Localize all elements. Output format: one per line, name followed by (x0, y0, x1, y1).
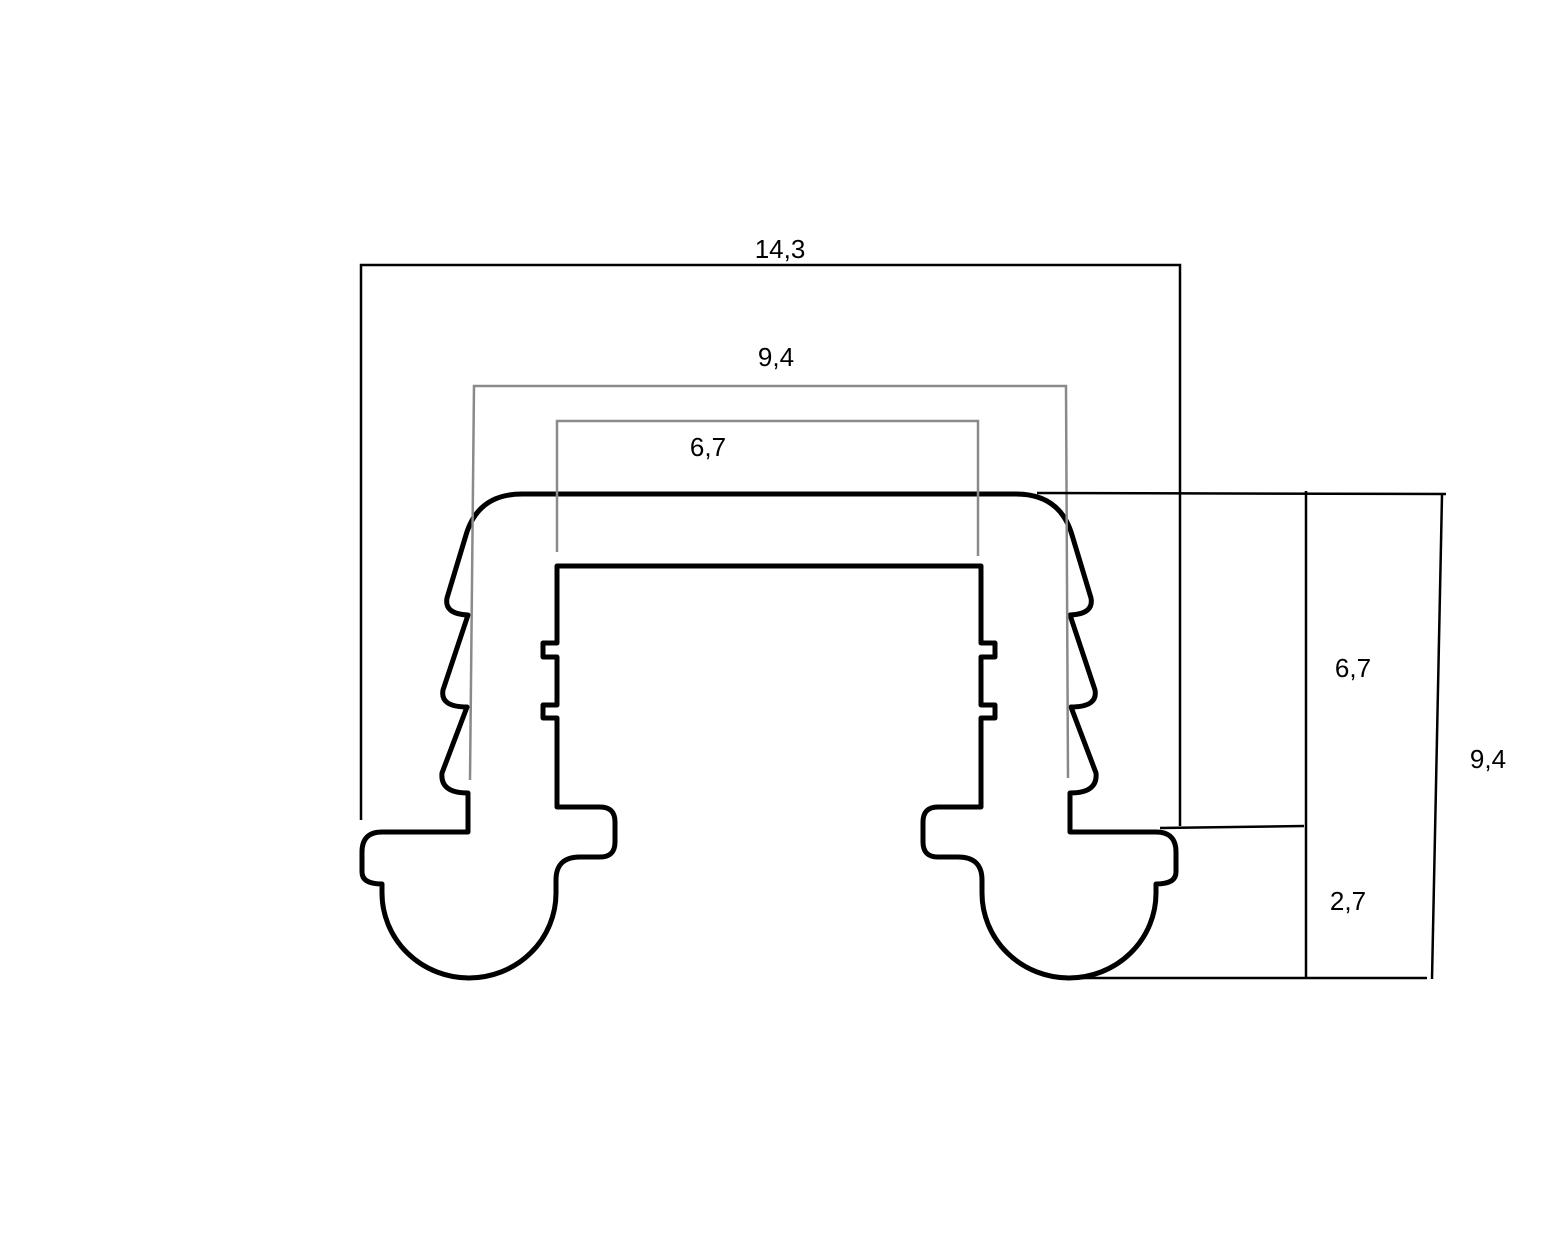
dimension-outer-rib-width: 9,4 (468, 342, 1070, 781)
dimension-heights (1036, 491, 1447, 980)
profile-right-half (769, 494, 1176, 978)
dim-label-overall-width: 14,3 (755, 234, 806, 264)
dim-label-upper-height: 6,7 (1335, 653, 1371, 683)
dim-label-channel-width: 6,7 (690, 432, 726, 462)
dim-label-total-height: 9,4 (1470, 744, 1506, 774)
dimension-overall-width: 14,3 (359, 234, 1182, 826)
dimension-channel-width: 6,7 (555, 419, 980, 556)
profile-left-half (359, 491, 769, 981)
extrusion-profile (359, 491, 1176, 981)
dim-label-base-height: 2,7 (1330, 886, 1366, 916)
dim-label-outer-rib-width: 9,4 (758, 342, 794, 372)
